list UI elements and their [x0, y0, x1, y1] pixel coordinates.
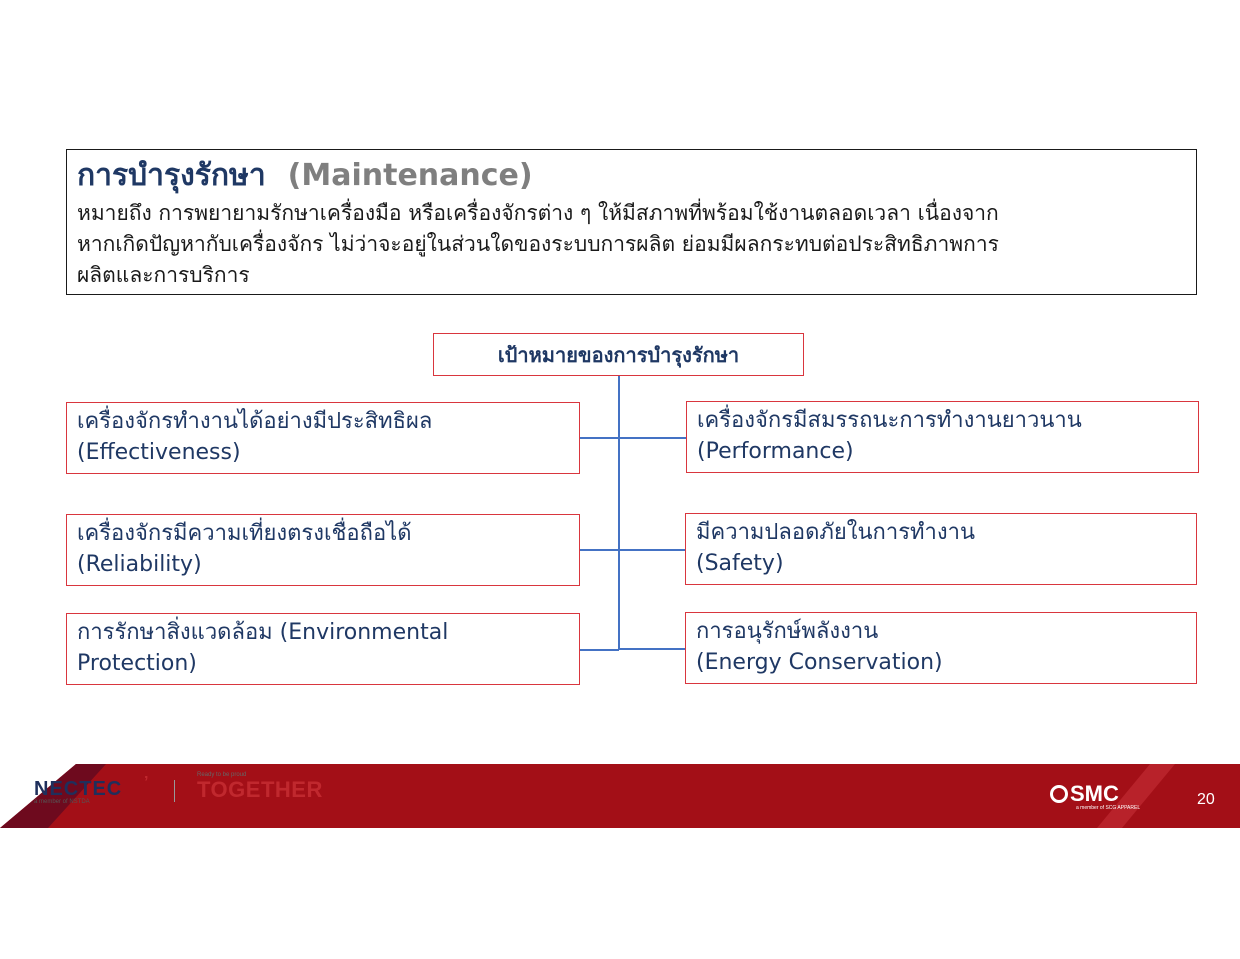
- together-logo: Ready to be proud TOGETHER: [197, 772, 323, 802]
- definition-box: การบำรุงรักษา (Maintenance) หมายถึง การพ…: [66, 149, 1197, 295]
- definition-line: หมายถึง การพยายามรักษาเครื่องมือ หรือเคร…: [77, 201, 999, 225]
- nectec-wordmark: NECTEC: [34, 778, 123, 800]
- title-thai: การบำรุงรักษา: [77, 158, 266, 193]
- definition-line: ผลิตและการบริการ: [77, 263, 250, 287]
- together-wordmark: TOGETHER: [197, 777, 323, 802]
- goal-label-thai: มีความปลอดภัยในการทำงาน: [696, 520, 976, 545]
- goal-safety-box: มีความปลอดภัยในการทำงาน (Safety): [685, 513, 1197, 585]
- goal-reliability-box: เครื่องจักรมีความเที่ยงตรงเชื่อถือได้ (R…: [66, 514, 580, 586]
- footer-red-band: [0, 764, 1240, 828]
- goal-label-english: (Reliability): [77, 552, 202, 577]
- nectec-logo: NECTEC a member of NSTDA ʼ: [34, 774, 148, 805]
- together-tagline: Ready to be proud: [197, 772, 247, 778]
- goal-label-thai: การอนุรักษ์พลังงาน: [696, 619, 879, 644]
- title-english: (Maintenance): [287, 158, 533, 193]
- smc-ring-icon: [1050, 785, 1068, 803]
- definition-line: หากเกิดปัญหากับเครื่องจักร ไม่ว่าจะอยู่ใ…: [77, 232, 999, 256]
- goal-label-thai: เครื่องจักรมีสมรรถนะการทำงานยาวนาน: [697, 408, 1082, 433]
- nectec-mark-icon: ʼ: [144, 774, 149, 791]
- logo-divider: [174, 780, 175, 802]
- definition-text: หมายถึง การพยายามรักษาเครื่องมือ หรือเคร…: [77, 198, 1186, 291]
- goal-label-english: (Performance): [697, 439, 854, 464]
- goal-label-english: Protection): [77, 651, 197, 676]
- goal-label-english: (Effectiveness): [77, 440, 241, 465]
- goal-label-thai: การรักษาสิ่งแวดล้อม (Environmental: [77, 620, 449, 645]
- smc-wordmark: SMC: [1050, 783, 1140, 805]
- smc-logo: SMC a member of SCG APPAREL: [1050, 783, 1140, 811]
- smc-name: SMC: [1070, 781, 1119, 806]
- goal-energy-box: การอนุรักษ์พลังงาน (Energy Conservation): [685, 612, 1197, 684]
- footer-band: [0, 764, 1240, 828]
- goal-label-english: (Energy Conservation): [696, 650, 943, 675]
- goal-label-thai: เครื่องจักรทำงานได้อย่างมีประสิทธิผล: [77, 409, 433, 434]
- page-number: 20: [1197, 791, 1215, 808]
- goal-label-thai: เครื่องจักรมีความเที่ยงตรงเชื่อถือได้: [77, 521, 412, 546]
- goal-root-box: เป้าหมายของการบำรุงรักษา: [433, 333, 804, 376]
- smc-tagline: a member of SCG APPAREL: [1076, 805, 1141, 811]
- goal-effectiveness-box: เครื่องจักรทำงานได้อย่างมีประสิทธิผล (Ef…: [66, 402, 580, 474]
- footer-accent-stripe: [1097, 764, 1175, 828]
- footer-dark-stripe: [0, 764, 106, 828]
- nectec-tagline: a member of NSTDA: [34, 799, 90, 805]
- goal-label-english: (Safety): [696, 551, 784, 576]
- definition-title: การบำรุงรักษา (Maintenance): [77, 154, 1186, 198]
- goal-performance-box: เครื่องจักรมีสมรรถนะการทำงานยาวนาน (Perf…: [686, 401, 1199, 473]
- goal-environmental-box: การรักษาสิ่งแวดล้อม (Environmental Prote…: [66, 613, 580, 685]
